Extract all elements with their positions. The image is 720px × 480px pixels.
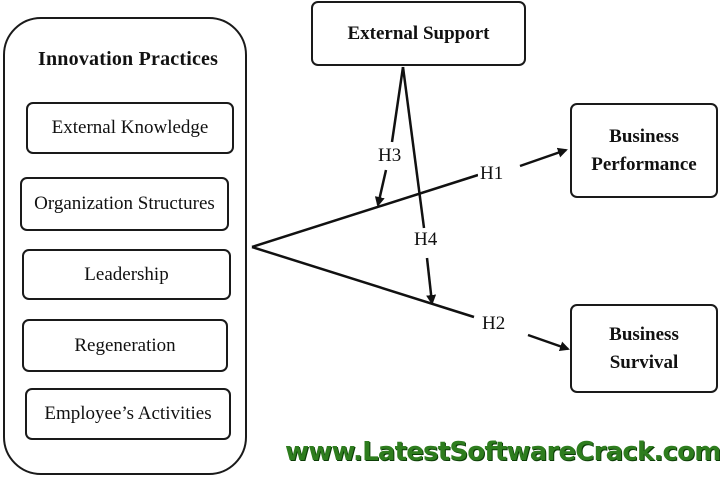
path-innovation-to-h1 (251, 173, 479, 249)
business-performance-line1: Business (609, 125, 679, 147)
arrow-h1-to-performance (519, 147, 568, 168)
watermark-text: www.LatestSoftwareCrack.com (285, 437, 720, 467)
business-performance-line2: Performance (591, 153, 697, 175)
node-business-performance: Business Performance (570, 103, 718, 198)
arrow-h4-to-h2-path (425, 257, 437, 305)
node-external-knowledge: External Knowledge (26, 102, 234, 154)
path-support-to-h4 (401, 66, 426, 229)
node-leadership: Leadership (22, 249, 231, 300)
path-innovation-to-h2 (251, 245, 475, 319)
node-employees-activities: Employee’s Activities (25, 388, 231, 440)
node-regeneration: Regeneration (22, 319, 228, 372)
arrow-h3-to-h1-path (374, 169, 388, 207)
label-h3: H3 (376, 145, 404, 167)
label-h4: H4 (412, 229, 440, 251)
node-external-support: External Support (311, 1, 526, 66)
innovation-practices-title: Innovation Practices (38, 48, 219, 70)
arrow-h2-to-survival (527, 333, 570, 352)
business-survival-line2: Survival (609, 351, 679, 373)
path-support-to-h3 (390, 66, 405, 143)
node-business-survival: Business Survival (570, 304, 718, 393)
label-h2: H2 (480, 313, 508, 335)
business-survival-line1: Business (609, 323, 679, 345)
node-organization-structures: Organization Structures (20, 177, 229, 231)
label-h1: H1 (478, 163, 506, 185)
